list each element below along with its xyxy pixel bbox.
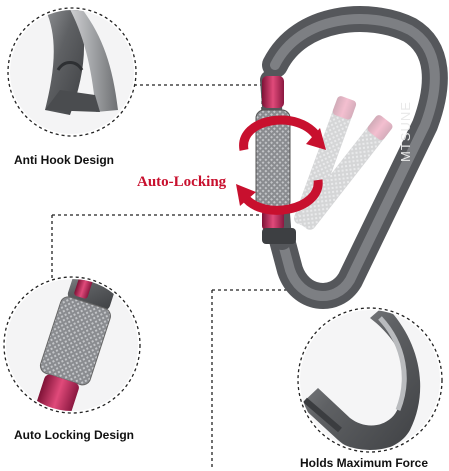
carabiner-main xyxy=(236,6,448,309)
auto-locking-detail xyxy=(3,276,141,414)
anti-hook-detail xyxy=(7,7,137,137)
auto-locking-label: Auto-Locking xyxy=(137,174,227,190)
brand-logo-text: MTSUNE xyxy=(398,101,413,162)
rotation-arrow-icon xyxy=(239,115,323,215)
anti-hook-label: Anti Hook Design xyxy=(14,153,115,167)
auto-locking-design-label: Auto Locking Design xyxy=(14,428,134,442)
holds-max-force-label: Holds Maximum Force xyxy=(300,456,429,470)
max-force-detail xyxy=(297,307,443,453)
